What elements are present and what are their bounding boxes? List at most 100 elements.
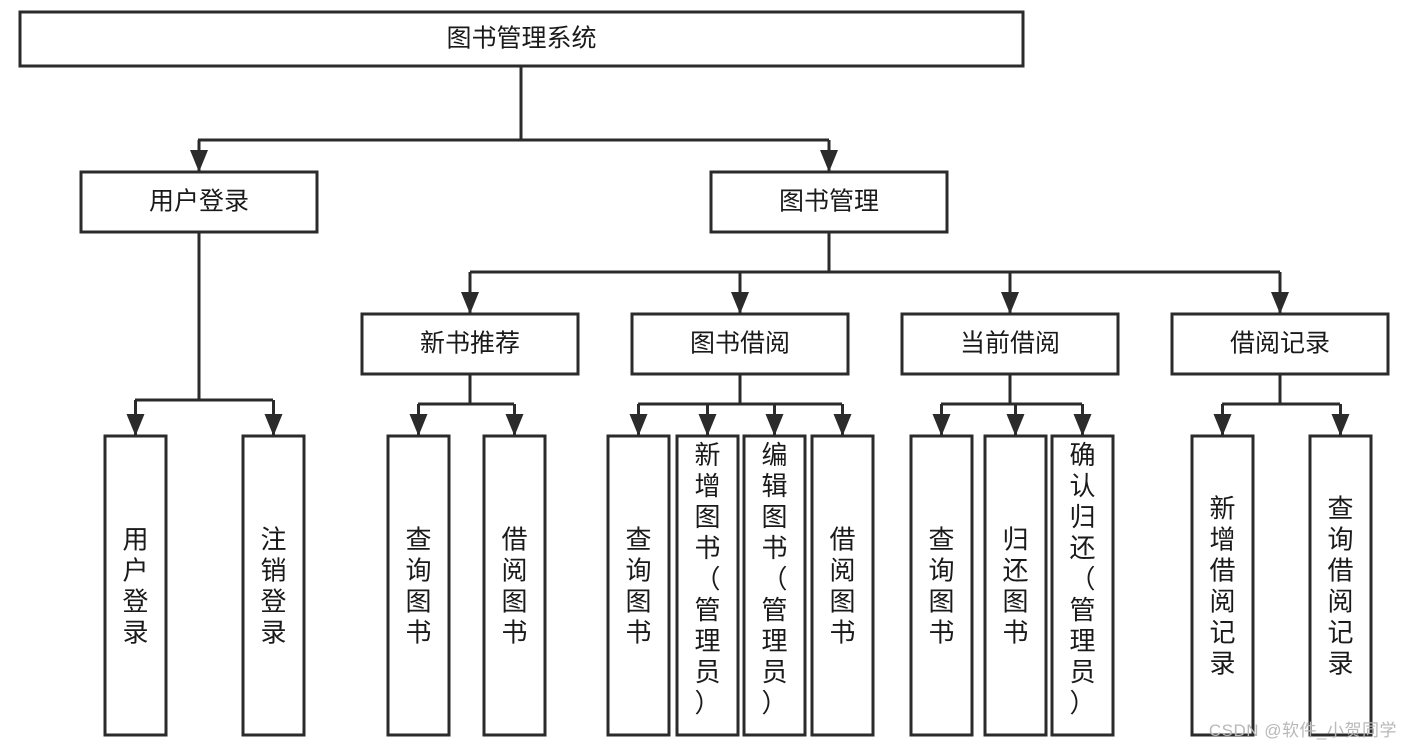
- node-label-char-leaf-query-book-1-2: 图: [405, 587, 431, 617]
- arrowhead-icon-leaf-add-record: [1213, 414, 1232, 436]
- arrowhead-icon-current-borrow: [1001, 292, 1019, 314]
- node-box-book-borrow: [630, 312, 850, 376]
- node-label-char-leaf-query-book-2-1: 询: [625, 556, 651, 586]
- node-label-char-leaf-edit-book-3: 书: [761, 533, 787, 563]
- node-box-leaf-return-book: [983, 434, 1048, 737]
- node-box-leaf-query-book-1: [386, 434, 451, 737]
- node-label-char-leaf-logout-1: 销: [260, 556, 286, 586]
- node-label-char-leaf-add-book-6: 理: [694, 626, 720, 656]
- node-label-char-leaf-confirm-return-0: 确: [1069, 440, 1095, 470]
- node-box-leaf-edit-book: [742, 434, 807, 737]
- node-box-leaf-borrow-book-1: [482, 434, 547, 737]
- node-label-char-leaf-query-book-1-0: 查: [405, 525, 431, 555]
- node-label-char-leaf-add-book-2: 图: [694, 502, 720, 532]
- arrowhead-icon-new-book-rec: [461, 292, 479, 314]
- node-label-char-leaf-confirm-return-1: 认: [1069, 471, 1095, 501]
- node-box-current-borrow: [900, 312, 1120, 376]
- node-label-char-leaf-borrow-book-1-2: 图: [501, 587, 527, 617]
- node-box-leaf-query-book-2: [606, 434, 671, 737]
- node-label-char-leaf-return-book-3: 书: [1002, 618, 1028, 648]
- node-box-root: [18, 10, 1025, 68]
- node-label-char-leaf-logout-0: 注: [260, 525, 286, 555]
- node-label-char-leaf-query-record-2: 借: [1327, 556, 1353, 586]
- node-label-char-leaf-query-book-3-0: 查: [928, 525, 954, 555]
- node-label-char-leaf-user-login-0: 用: [122, 525, 148, 555]
- node-label-current-borrow: 当前借阅: [960, 330, 1060, 358]
- node-label-char-leaf-query-book-2-0: 查: [625, 525, 651, 555]
- node-label-char-leaf-edit-book-8: ）: [761, 688, 787, 718]
- node-label-char-leaf-return-book-1: 还: [1002, 556, 1028, 586]
- node-box-leaf-query-record: [1308, 434, 1373, 737]
- arrowhead-icon-leaf-return-book: [1006, 414, 1025, 436]
- node-label-char-leaf-query-record-1: 询: [1327, 525, 1353, 555]
- node-user-login[interactable]: 用户登录: [79, 170, 319, 234]
- node-borrow-record[interactable]: 借阅记录: [1170, 312, 1390, 376]
- node-label-char-leaf-query-book-2-3: 书: [625, 618, 651, 648]
- node-box-leaf-add-record: [1190, 434, 1255, 737]
- node-label-char-leaf-edit-book-7: 员: [761, 657, 787, 687]
- node-box-leaf-add-book: [675, 434, 740, 737]
- node-label-char-leaf-confirm-return-4: （: [1069, 564, 1095, 594]
- node-label-user-login: 用户登录: [149, 188, 249, 216]
- node-label-char-leaf-user-login-2: 登: [122, 587, 148, 617]
- arrowhead-icon-book-manage: [820, 150, 838, 172]
- node-label-char-leaf-query-record-0: 查: [1327, 494, 1353, 524]
- node-label-char-leaf-edit-book-4: （: [761, 564, 787, 594]
- node-label-char-leaf-add-book-5: 管: [694, 595, 720, 625]
- node-label-char-leaf-query-book-3-3: 书: [928, 618, 954, 648]
- node-box-leaf-user-login: [103, 434, 168, 737]
- arrowhead-icon-leaf-borrow-book-1: [505, 414, 524, 436]
- node-label-char-leaf-logout-2: 登: [260, 587, 286, 617]
- node-leaf-user-login[interactable]: 用户登录: [103, 434, 168, 737]
- node-new-book-rec[interactable]: 新书推荐: [360, 312, 580, 376]
- node-label-char-leaf-borrow-book-2-1: 阅: [829, 556, 855, 586]
- node-label-char-leaf-return-book-0: 归: [1002, 525, 1028, 555]
- node-label-char-leaf-confirm-return-8: ）: [1069, 688, 1095, 718]
- node-label-char-leaf-borrow-book-1-0: 借: [501, 525, 527, 555]
- node-box-borrow-record: [1170, 312, 1390, 376]
- node-label-root: 图书管理系统: [446, 25, 596, 53]
- node-label-borrow-record: 借阅记录: [1230, 330, 1330, 358]
- arrowhead-icon-leaf-query-record: [1331, 414, 1350, 436]
- node-label-char-leaf-borrow-book-2-3: 书: [829, 618, 855, 648]
- node-label-char-leaf-query-book-3-1: 询: [928, 556, 954, 586]
- arrowhead-icon-leaf-confirm-return: [1073, 414, 1092, 436]
- node-label-char-leaf-user-login-1: 户: [122, 556, 148, 586]
- arrowhead-icon-leaf-edit-book: [765, 414, 784, 436]
- node-current-borrow[interactable]: 当前借阅: [900, 312, 1120, 376]
- arrowhead-icon-user-login: [190, 150, 208, 172]
- connectors-layer: [126, 66, 1350, 436]
- node-label-char-leaf-add-record-2: 借: [1209, 556, 1235, 586]
- node-label-char-leaf-add-record-5: 录: [1209, 649, 1235, 679]
- node-book-manage[interactable]: 图书管理: [709, 170, 949, 234]
- node-label-char-leaf-add-record-4: 记: [1209, 618, 1235, 648]
- arrowhead-icon-leaf-query-book-2: [629, 414, 648, 436]
- node-label-char-leaf-add-book-0: 新: [694, 440, 720, 470]
- node-root[interactable]: 图书管理系统: [18, 10, 1025, 68]
- node-label-char-leaf-edit-book-5: 管: [761, 595, 787, 625]
- nodes-layer: 图书管理系统用户登录图书管理新书推荐图书借阅当前借阅借阅记录用户登录注销登录查询…: [18, 10, 1390, 737]
- node-label-char-leaf-add-record-0: 新: [1209, 494, 1235, 524]
- node-label-char-leaf-query-record-3: 阅: [1327, 587, 1353, 617]
- node-box-leaf-confirm-return: [1050, 434, 1115, 737]
- node-label-char-leaf-query-record-5: 录: [1327, 649, 1353, 679]
- node-book-borrow[interactable]: 图书借阅: [630, 312, 850, 376]
- node-label-char-leaf-borrow-book-1-3: 书: [501, 618, 527, 648]
- arrowhead-icon-leaf-user-login: [126, 414, 145, 436]
- node-label-char-leaf-confirm-return-6: 理: [1069, 626, 1095, 656]
- node-label-char-leaf-edit-book-0: 编: [761, 440, 787, 470]
- node-label-char-leaf-add-record-3: 阅: [1209, 587, 1235, 617]
